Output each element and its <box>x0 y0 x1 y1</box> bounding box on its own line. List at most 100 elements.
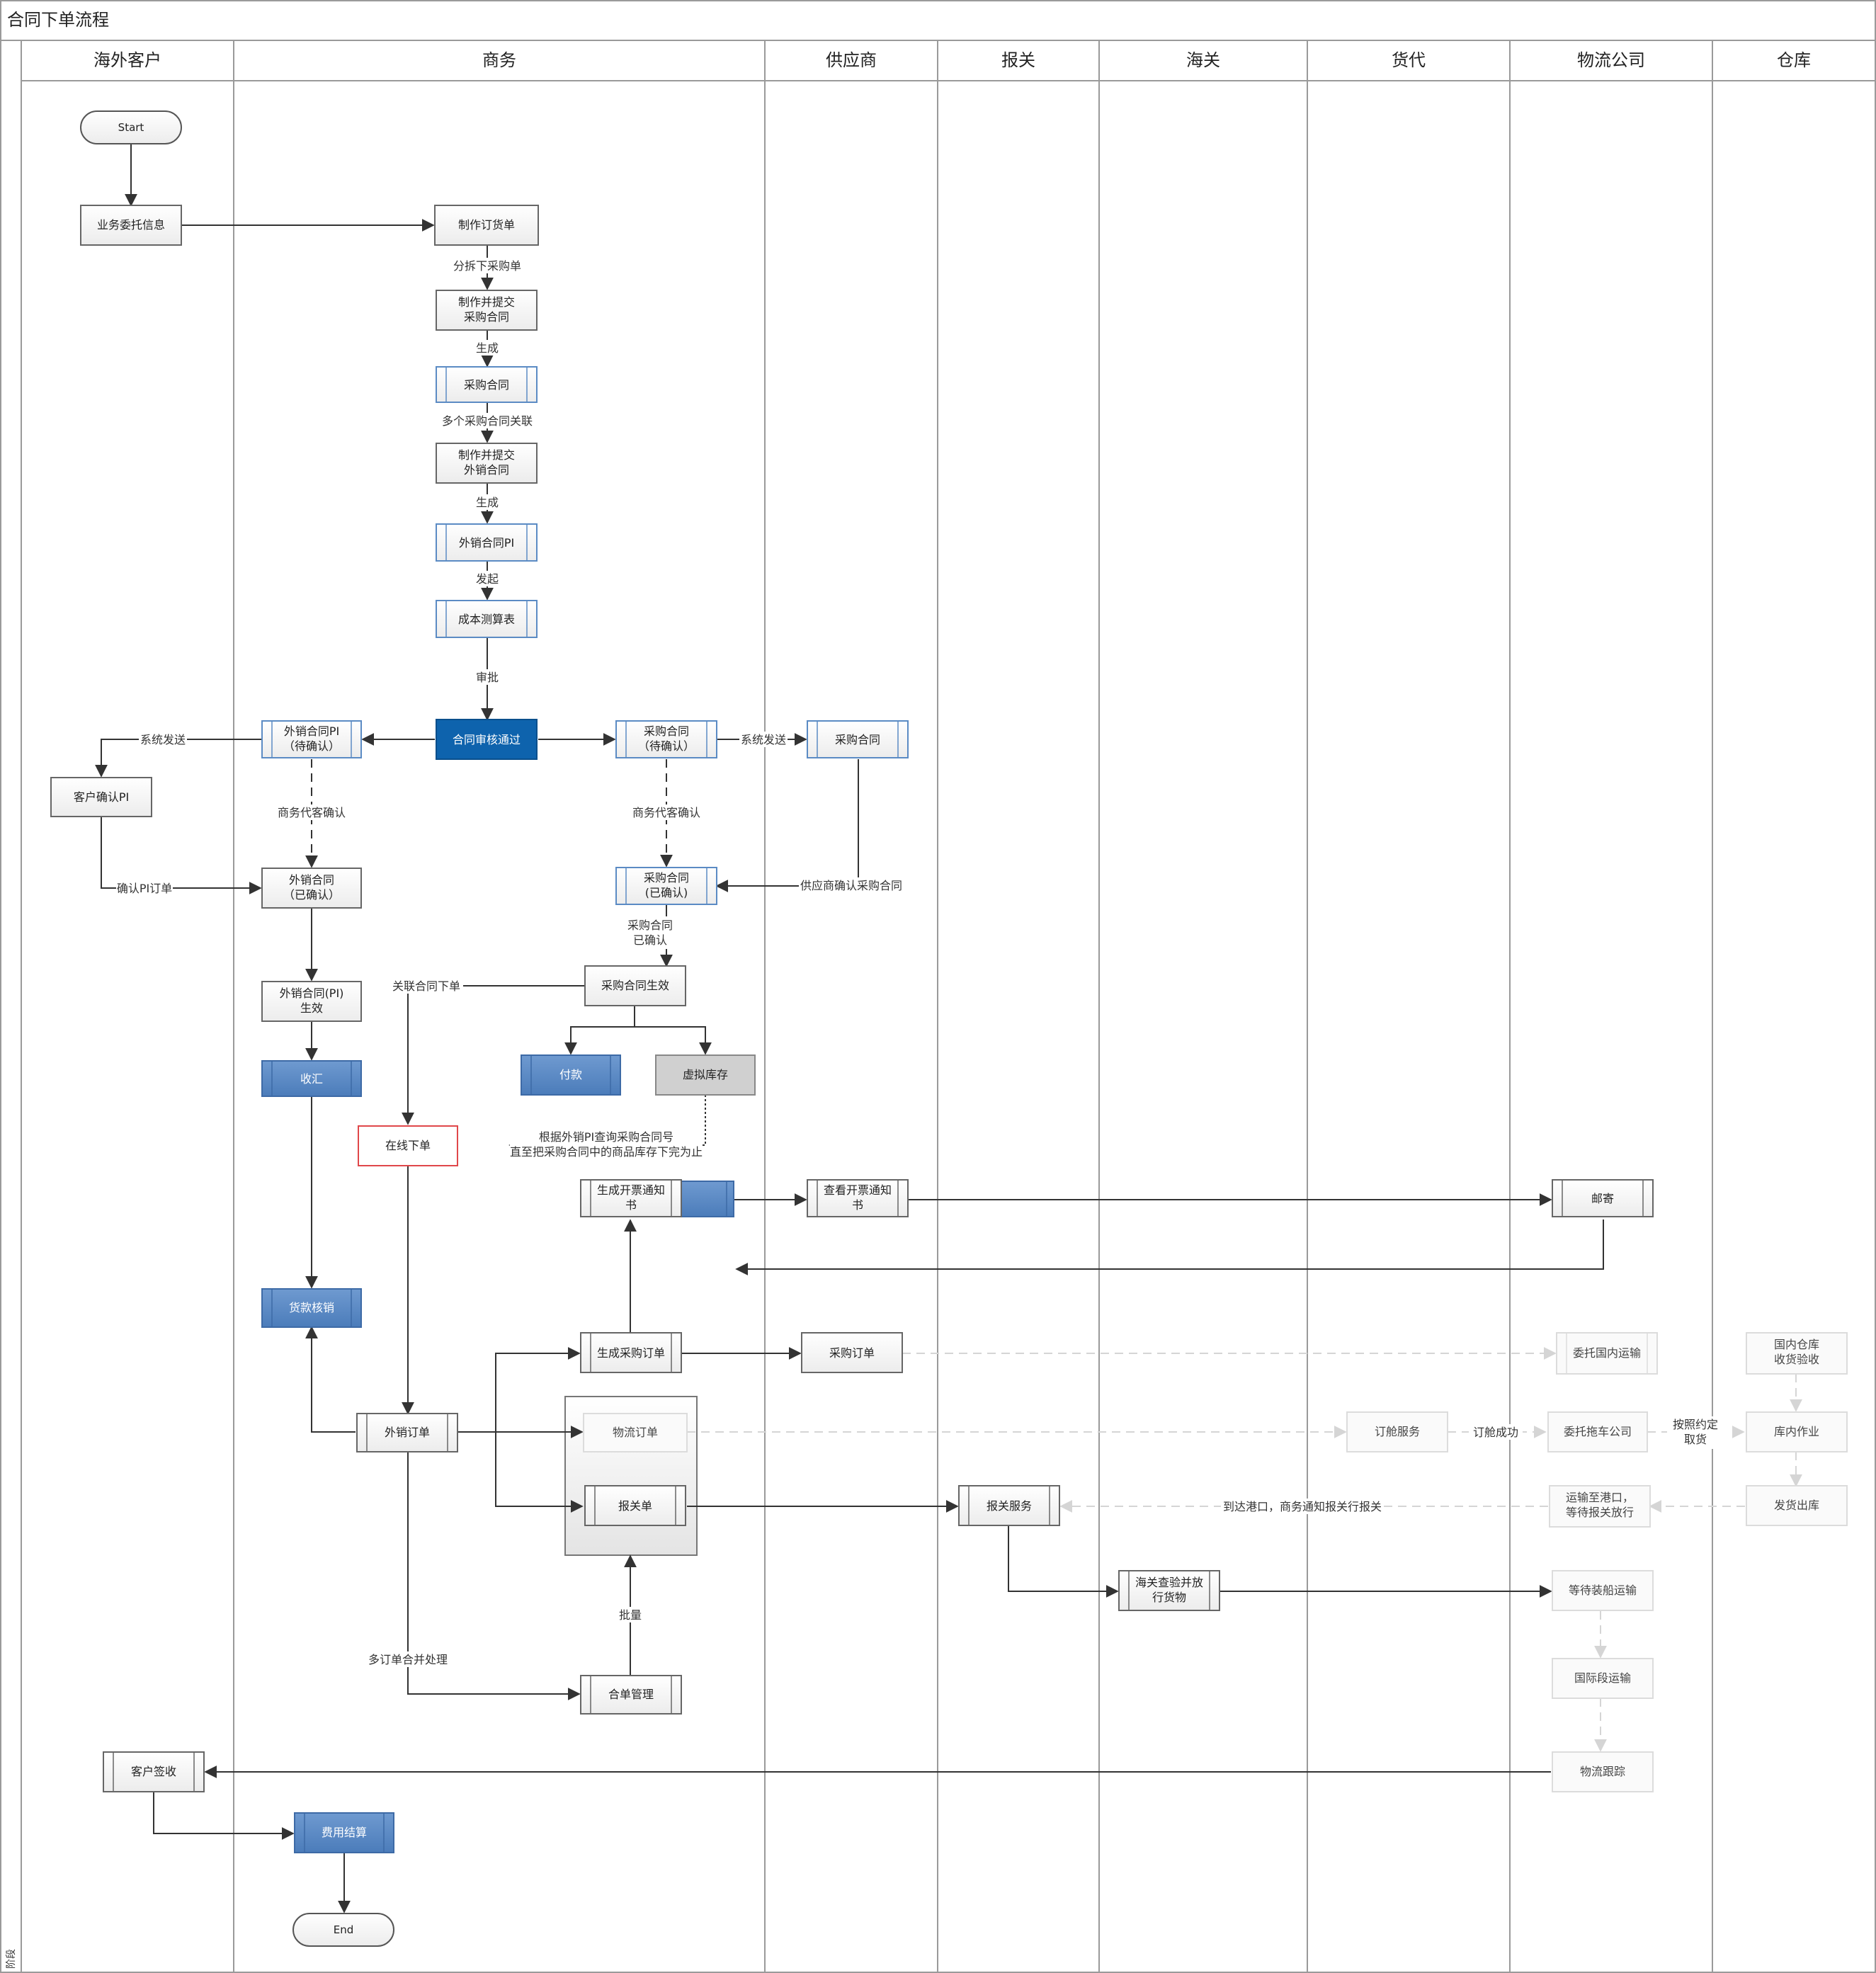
node-payment-writeoff <box>261 1288 362 1328</box>
label-online-order: 在线下单 <box>385 1139 431 1152</box>
label-arrive-port: 运输至港口，等待报关放行 <box>1566 1491 1634 1519</box>
node-supplier-purchase-contract <box>807 720 909 758</box>
label-logistics-order: 物流订单 <box>613 1426 658 1439</box>
lane-freight-forwarder: 货代 <box>1392 50 1426 70</box>
label-customs-service: 报关服务 <box>987 1499 1032 1513</box>
label-multi-link: 多个采购合同关联 <box>442 414 533 428</box>
label-merge-mgmt: 合单管理 <box>608 1688 654 1701</box>
node-customs-service <box>958 1485 1060 1526</box>
node-logistics-order <box>583 1413 688 1452</box>
lane-overseas-customer: 海外客户 <box>93 50 161 70</box>
node-make-purchase-contract <box>436 290 538 331</box>
label-logistics-track: 物流跟踪 <box>1580 1765 1625 1778</box>
label-query-note: 根据外销PI查询采购合同号直至把采购合同中的商品库存下完为止 <box>510 1130 703 1159</box>
node-mail <box>1552 1179 1654 1217</box>
label-initiate: 发起 <box>476 572 499 586</box>
label-entrust-domestic: 委托国内运输 <box>1573 1346 1641 1360</box>
node-arrive-port <box>1549 1485 1651 1528</box>
node-warehouse-ops <box>1746 1411 1848 1452</box>
label-customs-declaration: 报关单 <box>618 1499 652 1513</box>
label-biz-confirm-right: 商务代客确认 <box>632 806 700 819</box>
label-ship-out: 发货出库 <box>1774 1499 1819 1512</box>
label-system-send-right: 系统发送 <box>741 733 786 746</box>
label-biz-confirm-left: 商务代客确认 <box>278 806 346 819</box>
label-customs-inspect: 海关查验并放行货物 <box>1135 1576 1203 1604</box>
node-gen-purchase-order <box>580 1332 682 1373</box>
end-label: End <box>334 1923 354 1936</box>
phase-label: 阶段 <box>6 1949 17 1969</box>
label-await-shipping: 等待装船运输 <box>1569 1583 1637 1597</box>
label-purchase-confirmed-note: 采购合同已确认 <box>627 919 673 947</box>
node-entrust-truck <box>1547 1411 1648 1452</box>
node-gen-invoice-notice <box>580 1179 682 1217</box>
label-confirm-pi-order: 确认PI订单 <box>117 882 172 895</box>
label-gen-invoice-notice: 生成开票通知书 <box>597 1183 665 1212</box>
node-purchase-confirmed <box>615 867 717 905</box>
end-node <box>292 1913 394 1947</box>
label-arrive-notify: 到达港口，商务通知报关行报关 <box>1223 1500 1382 1513</box>
node-purchase-pending <box>615 720 717 758</box>
node-make-export-contract <box>436 443 538 484</box>
label-booking-success: 订舱成功 <box>1473 1426 1518 1439</box>
label-export-confirmed: 外销合同（已确认） <box>283 873 340 902</box>
node-business-entrust <box>80 205 182 246</box>
label-approve: 审批 <box>476 671 499 684</box>
label-export-pi: 外销合同PI <box>459 536 514 550</box>
node-view-invoice-notice <box>807 1179 909 1217</box>
node-collection <box>261 1060 362 1097</box>
label-purchase-contract: 采购合同 <box>464 378 509 392</box>
lane-customs: 海关 <box>1186 50 1220 70</box>
node-export-pi-pending <box>261 720 362 758</box>
label-gen-purchase-order: 生成采购订单 <box>597 1346 665 1360</box>
node-export-order <box>356 1413 458 1452</box>
label-view-invoice-notice: 查看开票通知书 <box>824 1183 892 1212</box>
node-customer-sign <box>103 1751 205 1792</box>
label-intl-transport: 国际段运输 <box>1574 1671 1631 1685</box>
node-intl-transport <box>1552 1658 1654 1699</box>
start-node <box>80 110 182 144</box>
label-make-purchase-contract: 制作并提交采购合同 <box>458 295 515 324</box>
node-ship-out <box>1746 1485 1848 1526</box>
node-domestic-warehouse <box>1746 1332 1848 1375</box>
node-booking-service <box>1346 1411 1448 1452</box>
diagram-title: 合同下单流程 <box>7 10 109 30</box>
label-pickup: 按照约定取货 <box>1673 1418 1718 1446</box>
label-business-entrust: 业务委托信息 <box>97 218 165 232</box>
node-customs-inspect <box>1118 1570 1220 1611</box>
label-purchase-pending: 采购合同（待确认） <box>638 724 695 753</box>
label-payment-writeoff: 货款核销 <box>289 1301 334 1314</box>
node-entrust-domestic <box>1556 1332 1658 1375</box>
label-customer-sign: 客户签收 <box>131 1765 176 1778</box>
label-cost-sheet: 成本测算表 <box>458 613 515 626</box>
start-label: Start <box>118 121 144 134</box>
label-make-order: 制作订货单 <box>458 218 515 232</box>
node-customer-confirm-pi <box>50 777 152 817</box>
node-make-order <box>434 205 539 246</box>
node-merge-mgmt <box>580 1675 682 1715</box>
node-purchase-effective <box>584 965 686 1006</box>
label-export-pi-effective: 外销合同(PI)生效 <box>280 986 344 1015</box>
label-virtual-stock: 虚拟库存 <box>683 1068 728 1081</box>
label-purchase-order: 采购订单 <box>829 1346 875 1360</box>
label-batch: 批量 <box>619 1608 642 1622</box>
node-virtual-stock <box>655 1054 756 1096</box>
label-multi-merge: 多订单合并处理 <box>368 1653 448 1666</box>
label-split-purchase: 分拆下采购单 <box>453 259 521 273</box>
label-make-export-contract: 制作并提交外销合同 <box>458 448 515 477</box>
label-customer-confirm-pi: 客户确认PI <box>74 790 129 804</box>
node-payment <box>521 1054 621 1096</box>
node-contract-approved <box>436 719 538 760</box>
node-logistics-track <box>1552 1751 1654 1792</box>
node-online-order <box>358 1125 458 1166</box>
node-export-pi <box>436 523 538 562</box>
label-generate-2: 生成 <box>476 496 499 509</box>
label-fee-settle: 费用结算 <box>322 1826 367 1839</box>
label-supplier-confirm: 供应商确认采购合同 <box>800 879 902 892</box>
node-export-pi-effective <box>261 981 362 1022</box>
lane-supplier: 供应商 <box>826 50 877 70</box>
label-system-send-left: 系统发送 <box>140 733 186 746</box>
lane-warehouse: 仓库 <box>1777 50 1811 70</box>
node-fee-settle <box>294 1812 394 1853</box>
node-export-confirmed <box>261 868 362 909</box>
